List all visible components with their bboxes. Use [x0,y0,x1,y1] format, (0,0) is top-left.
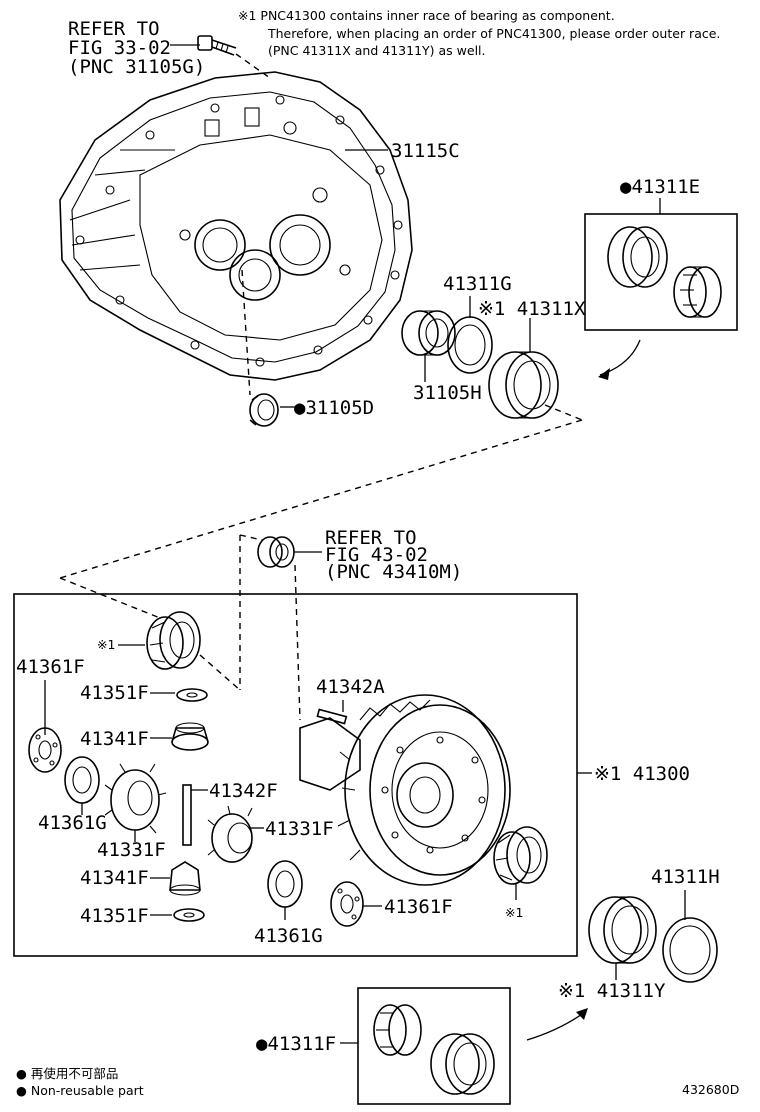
refer-fig33-line2[interactable]: FIG 33-02 [68,37,171,59]
label-31115c[interactable]: 31115C [391,140,460,162]
label-41361g-left[interactable]: 41361G [38,812,107,834]
label-41351f-bot[interactable]: 41351F [80,905,149,927]
note-line-1: ※1 PNC41300 contains inner race of beari… [238,8,615,23]
note-line-2: Therefore, when placing an order of PNC4… [267,26,720,41]
pinion-washer-41351f-top-illustration [176,688,208,702]
outer-race-41311x-illustration [488,351,559,419]
transaxle-case-31115c-illustration [59,71,413,381]
outer-race-41311y-illustration [588,896,657,964]
label-41351f-top[interactable]: 41351F [80,682,149,704]
side-gear-41331f-right-illustration [207,805,253,863]
bearing-inner-race-top-illustration [146,611,201,670]
label-41311f[interactable]: ●41311F [256,1033,336,1055]
refer-fig43-line2[interactable]: FIG 43-02 [325,544,428,566]
kit-box-41311e [584,213,738,331]
shim-41311g-illustration [447,316,493,374]
arrow-head-41311e [598,368,610,380]
bearing-inner-race-right-illustration [493,826,548,885]
label-41361f-bot[interactable]: 41361F [384,896,453,918]
arrow-41311e [599,339,641,376]
bearing-kit-41311f-illustration [373,1004,495,1095]
kit-box-41311f [357,987,511,1105]
dash-line-31105d [241,269,251,396]
mark1-right: ※1 [505,905,523,920]
shim-41311h-illustration [662,917,718,983]
pinion-shaft-41342f-illustration [182,784,192,846]
label-41300[interactable]: ※1 41300 [594,763,690,785]
oil-seal-31105h-illustration [401,310,456,356]
dash-line-5 [239,534,263,541]
label-41311h[interactable]: 41311H [651,866,720,888]
pinion-gear-41341f-bot-illustration [169,861,201,896]
legend-line-1: ● 再使用不可部品 [16,1066,118,1081]
label-31105d[interactable]: ●31105D [294,397,374,419]
arrow-41311f [526,1011,586,1041]
refer-fig33-line1[interactable]: REFER TO [68,18,160,40]
dash-line-3 [59,577,161,619]
thrust-washer-41361f-bot-illustration [330,881,364,927]
thrust-washer-41361g-left-illustration [64,756,100,804]
pinion-washer-41351f-bot-illustration [173,908,205,922]
note-line-3: (PNC 41311X and 41311Y) as well. [268,43,486,58]
differential-case-ring-gear-illustration [299,694,511,886]
pin-41342a-illustration [316,708,348,725]
label-41311y[interactable]: ※1 41311Y [558,980,666,1002]
label-41311g[interactable]: 41311G [443,273,512,295]
label-41341f-bot[interactable]: 41341F [80,867,149,889]
mark1-top: ※1 [97,637,115,652]
label-41341f-top[interactable]: 41341F [80,728,149,750]
thrust-washer-41361f-top-illustration [28,727,62,773]
label-41331f-left[interactable]: 41331F [97,839,166,861]
oil-seal-43410m-illustration [257,536,295,568]
thrust-washer-41361g-bot-illustration [267,860,303,908]
label-41331f-right[interactable]: 41331F [265,818,334,840]
legend-line-2: ● Non-reusable part [16,1083,144,1098]
arrow-head-41311f [576,1008,588,1020]
refer-fig43-line3[interactable]: (PNC 43410M) [325,561,462,583]
pinion-gear-41341f-top-illustration [171,722,209,751]
dash-line-6 [199,654,241,691]
oil-seal-31105d-illustration [249,393,279,427]
differential-box-41300 [13,593,578,957]
dash-line-1 [544,404,583,421]
side-gear-41331f-left-illustration [104,763,167,834]
label-41361g-bot[interactable]: 41361G [254,925,323,947]
bearing-kit-41311e-illustration [607,226,722,318]
diagram-id: 432680D [682,1082,739,1097]
label-31105h[interactable]: 31105H [413,382,482,404]
bolt-31105g-illustration [197,35,271,79]
label-41342a[interactable]: 41342A [316,676,385,698]
label-41311e[interactable]: ●41311E [620,176,700,198]
refer-fig43-line1[interactable]: REFER TO [325,527,417,549]
label-41342f[interactable]: 41342F [209,780,278,802]
label-41311x[interactable]: ※1 41311X [478,298,586,320]
label-41361f-top[interactable]: 41361F [16,656,85,678]
dash-line-7 [294,564,301,721]
dash-line-2 [59,419,583,579]
refer-fig33-line3[interactable]: (PNC 31105G) [68,56,205,78]
